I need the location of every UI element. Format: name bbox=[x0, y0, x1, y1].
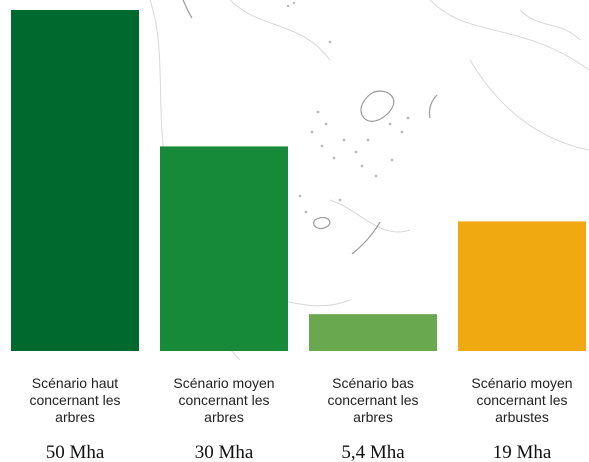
value-label-4: 19 Mha bbox=[493, 442, 552, 462]
value-label-2: 30 Mha bbox=[195, 442, 254, 462]
bar-3 bbox=[309, 314, 437, 351]
value-labels-layer: 50 Mha 30 Mha 5,4 Mha 19 Mha bbox=[46, 442, 552, 462]
value-label-1: 50 Mha bbox=[46, 442, 105, 462]
bars-layer bbox=[11, 10, 586, 351]
bar-4 bbox=[458, 221, 586, 351]
bar-2 bbox=[160, 146, 288, 351]
bar-1 bbox=[11, 10, 139, 351]
value-label-3: 5,4 Mha bbox=[341, 442, 405, 462]
